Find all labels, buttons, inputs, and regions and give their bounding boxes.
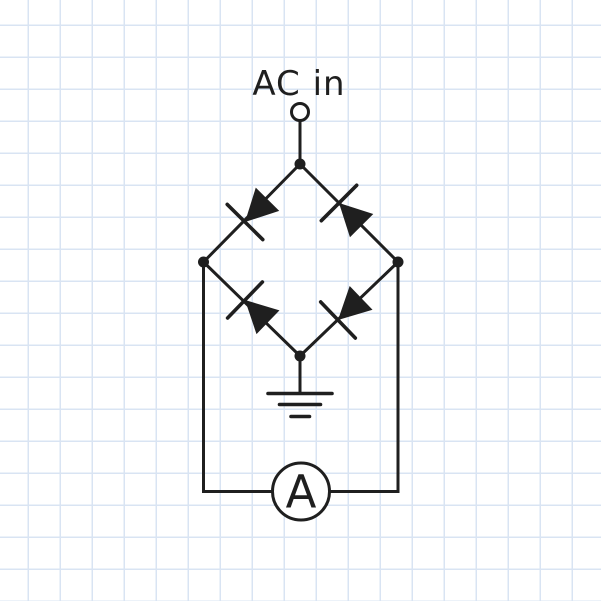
ammeter-circle bbox=[271, 461, 331, 522]
ammeter-label: A bbox=[286, 466, 317, 519]
ground-icon bbox=[266, 354, 334, 419]
diode-cathode-bar bbox=[319, 183, 359, 223]
diode-arrow bbox=[245, 187, 280, 222]
diode-cathode-bar bbox=[225, 280, 265, 320]
diode-bottom-right-icon bbox=[318, 285, 373, 340]
diode-cathode-bar bbox=[225, 202, 265, 242]
diode-arrow bbox=[339, 203, 374, 238]
wire-left-to-ammeter bbox=[202, 260, 274, 493]
diode-top-left-icon bbox=[225, 187, 280, 242]
ac-terminal-icon bbox=[290, 102, 310, 122]
diode-top-right-icon bbox=[319, 183, 374, 238]
diode-cathode-bar bbox=[318, 300, 358, 340]
diode-arrow bbox=[338, 285, 373, 320]
ammeter-icon: A bbox=[271, 461, 331, 522]
diode-bottom-left-icon bbox=[225, 280, 280, 335]
diode-arrow bbox=[245, 300, 280, 335]
wire-right-to-ammeter bbox=[328, 260, 400, 493]
junction-dot-top bbox=[294, 158, 306, 170]
ac-in-label: AC in bbox=[252, 64, 345, 104]
